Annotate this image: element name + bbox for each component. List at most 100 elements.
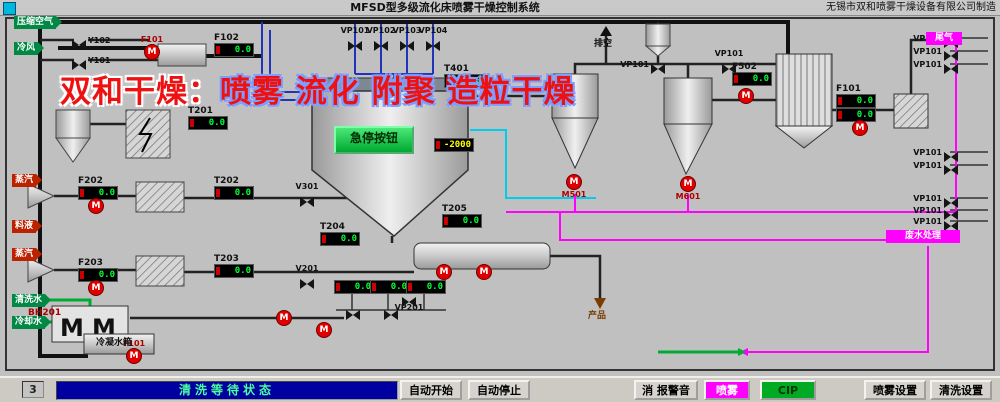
source-tag: 蒸汽: [12, 174, 43, 187]
pump[interactable]: M: [476, 264, 492, 280]
spray-settings-button[interactable]: 喷雾设置: [864, 380, 926, 400]
pump[interactable]: M: [436, 264, 452, 280]
valve-VP103[interactable]: VP103: [393, 26, 421, 51]
mute-alarm-button[interactable]: 消 报警音: [634, 380, 698, 400]
cyclone-1-cone: [551, 117, 599, 170]
pump-icon: M: [566, 174, 582, 190]
diagram-label: 排空: [594, 39, 613, 49]
valve-label: VP103: [392, 26, 422, 35]
pump[interactable]: M: [276, 310, 292, 326]
valve-label: Y102: [88, 36, 111, 45]
valve-icon: [72, 60, 86, 70]
instrument: 0.0: [370, 280, 410, 294]
diagram-label: 冷凝水箱: [96, 338, 133, 348]
valve-icon: [944, 221, 958, 231]
instrument-display: 0.0: [188, 116, 228, 130]
valve-VP101[interactable]: VP101: [341, 26, 369, 51]
indicator-led: [190, 119, 194, 127]
auto-start-button[interactable]: 自动开始: [400, 380, 462, 400]
instrument-T202: T202 0.0: [214, 176, 254, 200]
valve-VP101[interactable]: VP101: [913, 205, 958, 220]
emergency-stop-button[interactable]: 急停按钮: [334, 126, 414, 154]
instrument-value: 0.0: [390, 282, 407, 292]
pump[interactable]: M: [316, 322, 332, 338]
valve-VP101[interactable]: VP101: [913, 160, 958, 175]
pipes-thin-black: [336, 37, 988, 311]
instrument-value: 0.0: [752, 74, 769, 84]
source-tag: 清洗水: [12, 294, 52, 307]
watermark-main: 喷雾 流化 附聚 造粒干燥: [220, 74, 576, 110]
valve-label: VP101: [340, 26, 370, 35]
instrument-label: F502: [732, 62, 757, 72]
bag-house-m1: M: [60, 314, 84, 342]
pump-icon: M: [852, 120, 868, 136]
pump[interactable]: M: [88, 280, 104, 296]
pump-M601[interactable]: M601 M: [676, 176, 700, 201]
diagram-label: BH201: [28, 308, 62, 318]
valve-VP102[interactable]: VP102: [367, 26, 395, 51]
valve-label: VP101: [913, 194, 942, 203]
valve-VP201[interactable]: VP201: [395, 292, 423, 312]
indicator-led: [336, 283, 340, 291]
valve-V201[interactable]: V201: [296, 264, 318, 289]
instrument-label: F101: [836, 84, 861, 94]
valve-VP101[interactable]: VP101: [620, 59, 665, 74]
instrument-F101: F101 0.0: [836, 84, 876, 108]
valve-VP104[interactable]: VP104: [419, 26, 447, 51]
instrument-value: 0.0: [98, 188, 115, 198]
instrument-F203: F203 0.0: [78, 258, 118, 282]
valve-Y102[interactable]: Y102: [72, 35, 111, 50]
instrument-label: T201: [188, 106, 213, 116]
instrument-display: 0.0: [836, 94, 876, 108]
pump-M501[interactable]: M501 M: [562, 174, 586, 199]
pump-icon: M: [126, 348, 142, 364]
inlet-filter-cone: [55, 137, 91, 163]
source-tag-label: 蒸汽: [15, 249, 34, 259]
instrument-F202: F202 0.0: [78, 176, 118, 200]
watermark: 双和干燥：喷雾 流化 附聚 造粒干燥: [60, 66, 575, 111]
pump[interactable]: M: [738, 88, 754, 104]
clean-settings-button[interactable]: 清洗设置: [930, 380, 992, 400]
bag-filter-vessel: [775, 53, 833, 127]
pump-icon: M: [88, 198, 104, 214]
instrument-value: 0.0: [462, 216, 479, 226]
pump-F101[interactable]: F101 M: [123, 339, 145, 364]
auto-stop-button[interactable]: 自动停止: [468, 380, 530, 400]
valve-V301[interactable]: V301: [296, 182, 318, 207]
pump-F101[interactable]: F101 M: [141, 35, 163, 60]
indicator-led: [322, 235, 326, 243]
instrument: 0.0: [406, 280, 446, 294]
valve-VP101[interactable]: VP101: [913, 59, 958, 74]
diagram-label: 废水处理: [886, 230, 960, 243]
pump-icon: M: [476, 264, 492, 280]
title-bar: MFSD型多级流化床喷雾干燥控制系统 无锡市双和喷雾干燥设备有限公司制造: [0, 0, 1000, 16]
valve-icon: [944, 152, 958, 162]
valve-icon: [651, 64, 665, 74]
arrow-icon: [36, 174, 43, 186]
valve-VP101[interactable]: VP101: [913, 46, 958, 61]
instrument-F502: F502 0.0: [732, 62, 772, 86]
instrument-value: 0.0: [208, 118, 225, 128]
instrument-value: 0.0: [856, 110, 873, 120]
valve-icon: [374, 41, 388, 51]
pump[interactable]: M: [88, 198, 104, 214]
valve-icon: [944, 64, 958, 74]
indicator-led: [216, 46, 220, 54]
pump-icon: M: [144, 44, 160, 60]
valve[interactable]: [384, 305, 398, 320]
valve-label: VP101: [913, 148, 942, 157]
valve[interactable]: [346, 305, 360, 320]
instrument-value: 0.0: [98, 270, 115, 280]
valve-VP101[interactable]: VP101: [715, 49, 743, 74]
spray-button[interactable]: 喷雾: [704, 380, 750, 400]
page-title: MFSD型多级流化床喷雾干燥控制系统: [350, 1, 540, 14]
pump[interactable]: M: [852, 120, 868, 136]
valve-VP101[interactable]: VP101: [913, 147, 958, 162]
valve-VP101[interactable]: VP101: [913, 216, 958, 231]
source-tag-label: 冷风: [17, 43, 36, 53]
valve-Y101[interactable]: Y101: [72, 55, 111, 70]
valve-VP101[interactable]: VP101: [913, 193, 958, 208]
instrument-display: 0.0: [214, 43, 254, 57]
cip-button[interactable]: CIP: [760, 380, 816, 400]
